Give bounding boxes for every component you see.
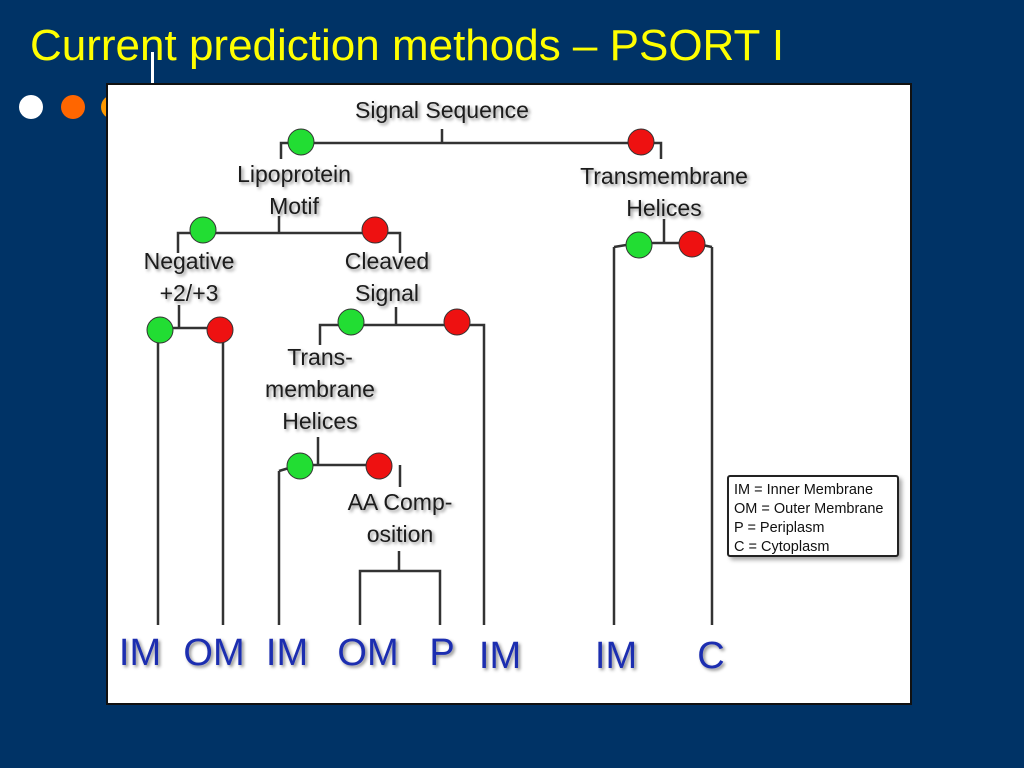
- text-cursor: [151, 52, 154, 90]
- bullet-dot-1: [19, 95, 43, 119]
- node-aa-comp-line-1: AA Comp-: [348, 489, 453, 515]
- decision-dots: [146, 128, 706, 480]
- yes-dot: [146, 316, 174, 344]
- legend-item: OM = Outer Membrane: [734, 501, 884, 517]
- bullet-dot-2: [61, 95, 85, 119]
- yes-dot: [286, 452, 314, 480]
- legend-item: P = Periplasm: [734, 520, 825, 536]
- leaf-label: IM: [119, 632, 161, 674]
- legend-item: IM = Inner Membrane: [734, 482, 874, 498]
- leaf-label: C: [697, 635, 724, 677]
- no-dot: [365, 452, 393, 480]
- leaf-label: IM: [479, 635, 521, 677]
- leaf-label: IM: [266, 632, 308, 674]
- node-transmembrane-mid-line-2: membrane: [265, 376, 375, 402]
- decision-tree-diagram: Signal Sequence Lipoprotein Motif Transm…: [119, 97, 748, 677]
- node-lipoprotein-line-2: Motif: [269, 193, 319, 219]
- node-transmembrane-top-line-2: Helices: [626, 195, 701, 221]
- no-dot: [678, 230, 706, 258]
- node-lipoprotein-line-1: Lipoprotein: [237, 161, 351, 187]
- leaf-label: P: [429, 632, 454, 674]
- node-transmembrane-top-line-1: Transmembrane: [580, 163, 748, 189]
- tree-connectors: [156, 129, 714, 625]
- node-signal-sequence: Signal Sequence: [355, 97, 529, 123]
- node-aa-comp-line-2: osition: [367, 521, 433, 547]
- node-negative-line-1: Negative: [144, 248, 235, 274]
- leaf-label: OM: [183, 632, 244, 674]
- node-transmembrane-mid-line-3: Helices: [282, 408, 357, 434]
- leaf-label: IM: [595, 635, 637, 677]
- node-transmembrane-mid-line-1: Trans-: [287, 344, 353, 370]
- legend-box: IM = Inner Membrane OM = Outer Membrane …: [727, 475, 899, 557]
- decision-tree-panel: Signal Sequence Lipoprotein Motif Transm…: [106, 83, 912, 705]
- yes-dot: [625, 231, 653, 259]
- no-dot: [627, 128, 655, 156]
- yes-dot: [337, 308, 365, 336]
- node-negative-line-2: +2/+3: [160, 280, 219, 306]
- no-dot: [361, 216, 389, 244]
- yes-dot: [189, 216, 217, 244]
- node-cleaved-line-2: Signal: [355, 280, 419, 306]
- leaf-label: OM: [337, 632, 398, 674]
- node-cleaved-line-1: Cleaved: [345, 248, 429, 274]
- no-dot: [443, 308, 471, 336]
- no-dot: [206, 316, 234, 344]
- legend-item: C = Cytoplasm: [734, 539, 830, 555]
- yes-dot: [287, 128, 315, 156]
- slide-title: Current prediction methods – PSORT I: [30, 21, 785, 70]
